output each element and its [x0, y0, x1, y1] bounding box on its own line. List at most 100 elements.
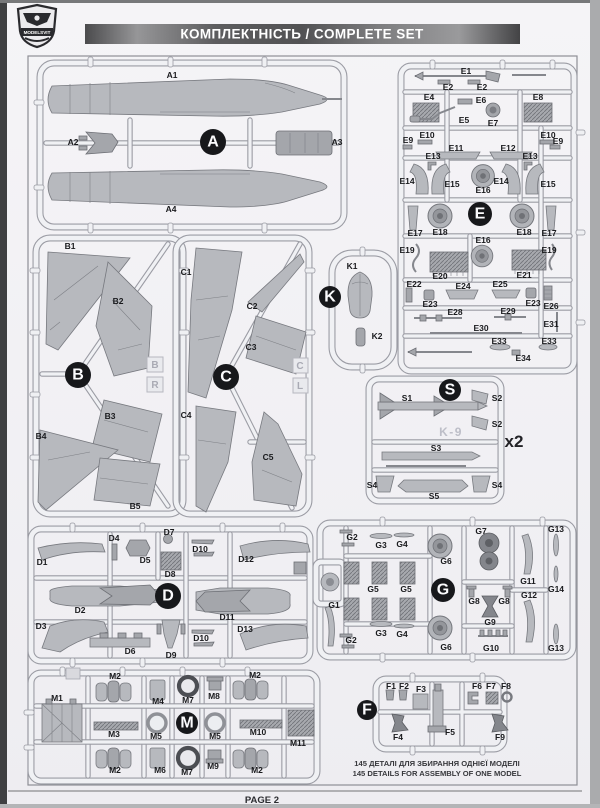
sprue-m-badge: M — [176, 712, 198, 734]
part-label: B1 — [65, 241, 76, 251]
scan-edge-left — [0, 0, 7, 808]
part-label: A4 — [166, 204, 177, 214]
part-label: G6 — [440, 642, 452, 652]
part-label: A2 — [68, 137, 79, 147]
svg-text:C: C — [220, 369, 232, 386]
part-label: G11 — [520, 576, 536, 586]
mold-tag: L — [297, 381, 303, 392]
part-label: E6 — [476, 95, 487, 105]
part-label: M2 — [109, 765, 121, 775]
part-label: E16 — [475, 235, 490, 245]
header: КОМПЛЕКТНІСТЬ / COMPLETE SET — [85, 24, 520, 44]
part-label: E29 — [500, 306, 515, 316]
part-label: G12 — [521, 590, 537, 600]
part-label: E10 — [419, 130, 434, 140]
svg-text:E: E — [475, 206, 486, 223]
part-label: D10 — [193, 633, 209, 643]
sprue-c-parts — [187, 247, 307, 513]
part-label: G6 — [440, 556, 452, 566]
part-label: K2 — [372, 331, 383, 341]
part-label: M5 — [209, 731, 221, 741]
part-label: G13 — [548, 643, 564, 653]
page-title: КОМПЛЕКТНІСТЬ / COMPLETE SET — [180, 27, 424, 42]
sprue-m-parts — [41, 667, 315, 771]
part-label: G5 — [400, 584, 412, 594]
part-label: G4 — [396, 629, 408, 639]
footer-note-uk: 145 ДЕТАЛІ ДЛЯ ЗБИРАННЯ ОДНІЄЇ МОДЕЛІ — [354, 759, 519, 768]
sprue-s-badge: S — [439, 379, 461, 401]
part-label: E9 — [403, 135, 414, 145]
part-label: G3 — [375, 628, 387, 638]
part-label: G8 — [468, 596, 480, 606]
part-label: S4 — [492, 480, 503, 490]
part-label: G8 — [498, 596, 510, 606]
part-label: S4 — [367, 480, 378, 490]
part-label: S1 — [402, 393, 413, 403]
footer: 145 ДЕТАЛІ ДЛЯ ЗБИРАННЯ ОДНІЄЇ МОДЕЛІ 14… — [8, 759, 582, 806]
part-label: F4 — [393, 732, 403, 742]
part-label: G13 — [548, 524, 564, 534]
mold-tag: B — [151, 360, 158, 371]
part-label: E10 — [540, 130, 555, 140]
part-label: D11 — [219, 612, 234, 622]
part-label: E19 — [541, 245, 556, 255]
part-label: E12 — [500, 143, 515, 153]
part-label: B4 — [36, 431, 47, 441]
sprue-e-badge: E — [468, 202, 492, 226]
part-label: C1 — [181, 267, 192, 277]
part-label: F5 — [445, 727, 455, 737]
modelsvit-logo: MODELSVIT — [16, 3, 58, 49]
part-label: B2 — [113, 296, 124, 306]
part-label: K1 — [347, 261, 358, 271]
mold-tag: R — [151, 380, 159, 391]
svg-text:D: D — [162, 588, 174, 605]
part-label: G2 — [345, 635, 357, 645]
page-number: PAGE 2 — [245, 795, 279, 806]
part-label: D1 — [37, 557, 48, 567]
sprue-a-badge: A — [200, 129, 226, 155]
part-label: E33 — [491, 336, 506, 346]
part-label: E23 — [525, 298, 540, 308]
content-frame — [27, 55, 578, 786]
part-label: E20 — [432, 271, 447, 281]
scan-edge-right — [590, 0, 600, 808]
part-label: M3 — [108, 729, 120, 739]
part-label: E16 — [475, 185, 490, 195]
part-label: E14 — [399, 176, 414, 186]
sprue-k: K K1 K2 — [319, 246, 398, 374]
part-label: G1 — [328, 600, 340, 610]
part-label: E15 — [540, 179, 555, 189]
part-label: G3 — [375, 540, 387, 550]
part-label: E23 — [422, 299, 437, 309]
part-label: E2 — [477, 82, 488, 92]
sprue-b-parts — [37, 251, 163, 511]
quantity-multiplier: x2 — [505, 432, 524, 451]
sprue-d: D D1 D4 D5 D7 D10 D12 D2 D8 D11 D3 D6 D9… — [27, 522, 314, 668]
part-label: E15 — [444, 179, 459, 189]
part-label: E25 — [492, 279, 507, 289]
part-label: E34 — [515, 353, 530, 363]
part-label: E18 — [516, 227, 531, 237]
part-label: E13 — [522, 151, 537, 161]
sprue-m: M M1 M2 M4 M7 M8 M2 M3 M5 M5 M10 M11 M2 … — [23, 666, 321, 785]
part-label: S5 — [429, 491, 440, 501]
part-label: M8 — [208, 691, 220, 701]
part-label: M2 — [109, 671, 121, 681]
part-label: M9 — [207, 761, 219, 771]
part-label: M4 — [152, 696, 164, 706]
mold-tag: C — [296, 361, 303, 372]
part-label: C2 — [247, 301, 258, 311]
part-label: M5 — [150, 731, 162, 741]
part-label: B3 — [105, 411, 116, 421]
part-label: M7 — [182, 695, 194, 705]
part-label: E26 — [543, 301, 558, 311]
part-label: E19 — [399, 245, 414, 255]
part-label: E2 — [443, 82, 454, 92]
scan-edge-bottom — [0, 804, 600, 808]
part-label: E21 — [516, 270, 531, 280]
part-label: E31 — [543, 319, 558, 329]
sprue-b: B R B B1 B2 B3 B4 B5 — [29, 234, 190, 518]
part-label: E17 — [541, 228, 556, 238]
sprue-f: F F1 F2 F3 F6 F7 F8 F4 F5 F9 — [357, 672, 513, 756]
